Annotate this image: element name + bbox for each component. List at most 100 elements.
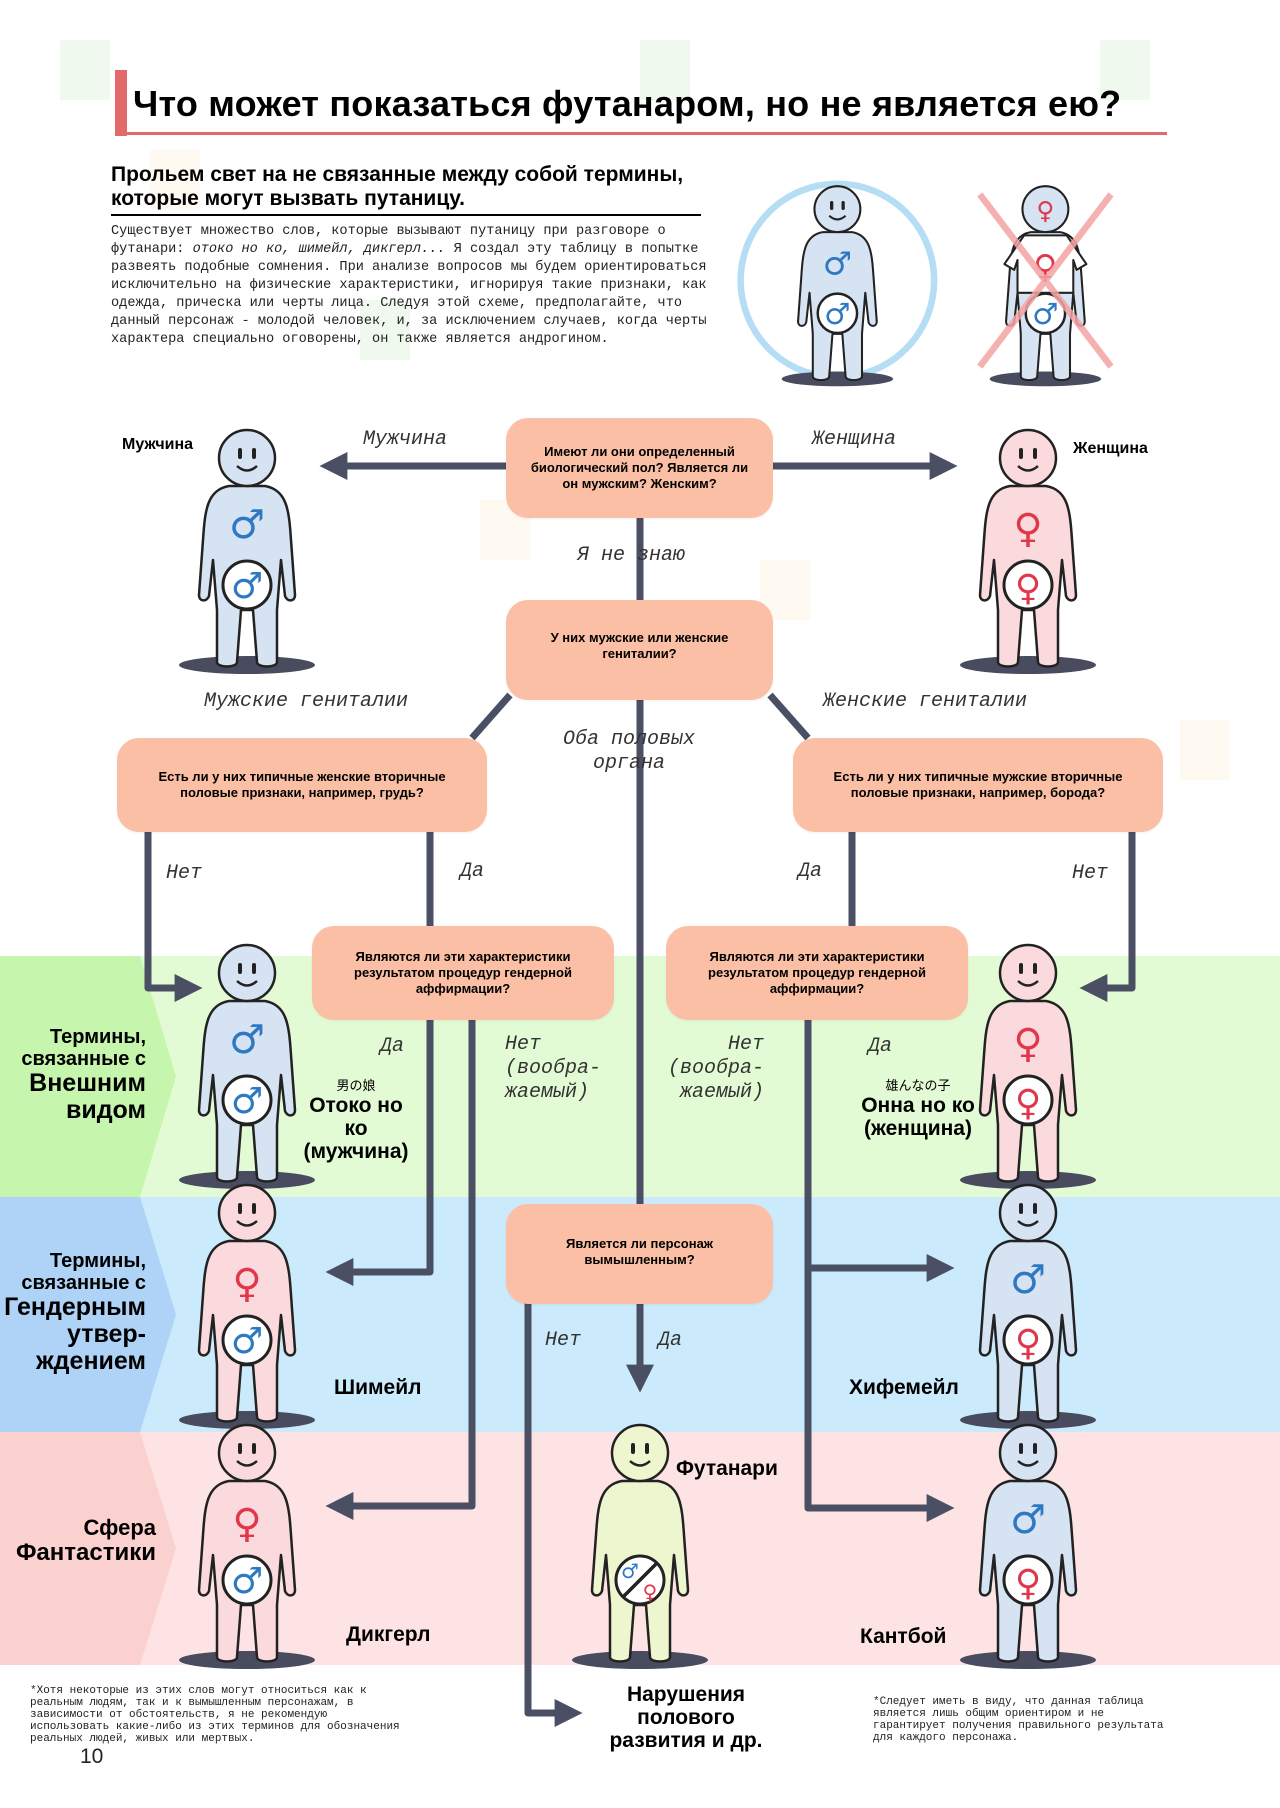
female-symbol-icon: ♀ xyxy=(1013,506,1042,552)
genitals-circle xyxy=(221,1314,273,1366)
band-label-line: Термины, xyxy=(49,1026,146,1048)
shadow xyxy=(179,1651,315,1669)
band-label-line: Гендерным xyxy=(4,1293,146,1322)
result-otokonoko-label: Отоко но ко (мужчина) xyxy=(303,1094,409,1163)
eye xyxy=(252,448,256,459)
mouth xyxy=(1017,465,1039,472)
edge-label-both: Оба половых органа xyxy=(563,728,696,775)
edge-label-female-genitals: Женские гениталии xyxy=(823,690,1028,713)
male-symbol-icon: ♂ xyxy=(621,1559,639,1583)
intro-text: Я создал эту таблицу в попытке развеять … xyxy=(111,242,707,347)
eye xyxy=(645,1443,649,1454)
edge-label-left-yes: Да xyxy=(460,860,485,883)
figure-cuntboy: ♂♀ xyxy=(960,1423,1096,1669)
eye xyxy=(238,1203,242,1214)
edge-label-male-genitals: Мужские гениталии xyxy=(204,690,409,713)
shadow xyxy=(179,1171,315,1189)
band-label-line: Фантастики xyxy=(15,1538,156,1566)
male-symbol-icon: ♂ xyxy=(231,1321,263,1362)
female-symbol-icon: ♀ xyxy=(232,1501,261,1547)
page-title: Что может показаться футанаром, но не яв… xyxy=(133,83,1122,124)
male-symbol-icon: ♂ xyxy=(824,297,850,331)
mouth xyxy=(629,1460,651,1467)
eye xyxy=(1019,1443,1023,1454)
page-subtitle: Прольем свет на не связанные между собой… xyxy=(111,163,684,210)
female-symbol-icon: ♀ xyxy=(1015,1083,1041,1124)
genitals-circle xyxy=(1002,559,1054,611)
genitals-circle xyxy=(221,1554,273,1606)
head xyxy=(813,185,861,234)
question-affirmation-right: Являются ли эти характеристики результат… xyxy=(666,926,968,1020)
line-male-genitals xyxy=(469,692,513,741)
result-hefemale: Хифемейл xyxy=(849,1376,959,1399)
figure-woman: ♀♀ xyxy=(960,428,1096,674)
female-symbol-icon: ♀ xyxy=(1015,1323,1041,1364)
result-futanari: Футанари xyxy=(676,1457,778,1480)
genitals-circle xyxy=(1002,1074,1054,1126)
male-symbol-icon: ♂ xyxy=(822,245,851,283)
band-label-line: Термины, xyxy=(49,1250,146,1272)
genitals-circle xyxy=(1002,1314,1054,1366)
eye xyxy=(1019,963,1023,974)
mouth xyxy=(236,1220,258,1227)
figure-man: ♂♂ xyxy=(179,428,315,674)
shadow xyxy=(960,1651,1096,1669)
head xyxy=(998,428,1058,488)
result-shemale: Шимейл xyxy=(334,1376,422,1399)
page-number: 10 xyxy=(80,1745,104,1768)
mouth xyxy=(1017,980,1039,987)
figure-hefemale: ♂♀ xyxy=(960,1183,1096,1429)
edge-label-man: Мужчина xyxy=(363,428,448,451)
question-male-secondary: Есть ли у них типичные мужские вторичные… xyxy=(793,738,1163,832)
shadow xyxy=(960,1171,1096,1189)
eye xyxy=(1033,1443,1037,1454)
band-label-line: связанные с xyxy=(21,1047,146,1070)
band-appearance-chevron xyxy=(0,956,176,1197)
band-label-line: Внешним xyxy=(29,1069,146,1098)
eye xyxy=(252,1443,256,1454)
shadow xyxy=(960,1411,1096,1429)
eye xyxy=(238,1443,242,1454)
head xyxy=(217,943,277,1003)
figure-onnanoko: ♀♀ xyxy=(960,943,1096,1189)
band-label-appearance: Термины, связанные с Внешним видом xyxy=(21,1026,146,1125)
shadow xyxy=(572,1651,708,1669)
question-biological-sex: Имеют ли они определенный биологический … xyxy=(506,418,773,518)
genitals-circle xyxy=(1024,292,1066,335)
head xyxy=(217,1183,277,1243)
genitals-circle xyxy=(816,292,858,335)
eye xyxy=(1033,1203,1037,1214)
band-fantasy-chevron xyxy=(0,1432,176,1665)
female-symbol-icon: ♀ xyxy=(1015,568,1041,609)
eye xyxy=(841,200,845,210)
arrow-to-shemale xyxy=(325,1018,434,1286)
subtitle-underline xyxy=(111,214,701,216)
female-symbol-icon: ♀ xyxy=(1015,1563,1041,1604)
arrow-right-no xyxy=(1079,832,1136,1002)
title-underline xyxy=(115,132,1167,135)
eye xyxy=(1019,448,1023,459)
figure-futanari: ♂♀ xyxy=(572,1423,708,1669)
footnote-left: *Хотя некоторые из этих слов могут относ… xyxy=(30,1685,400,1745)
edge-label-fictional-yes: Да xyxy=(658,1329,683,1352)
edge-label-affirm-right-no: Нет (вообра- жаемый) xyxy=(668,1033,765,1104)
figure-otokonoko: ♂♂ xyxy=(179,943,315,1189)
question-genitals: У них мужские или женские гениталии? xyxy=(506,600,773,700)
figure-example-crossed: ♀♀♂ xyxy=(976,185,1114,387)
line-female-genitals xyxy=(767,692,811,741)
divider-slash xyxy=(621,1561,659,1599)
male-symbol-icon: ♂ xyxy=(231,1561,263,1602)
band-label-gender: Термины, связанные с Гендерным утвер- жд… xyxy=(4,1250,146,1375)
edge-label-dont-know: Я не знаю xyxy=(577,544,686,567)
edge-label-right-no: Нет xyxy=(1072,862,1109,885)
arrow-to-dsd xyxy=(524,1303,583,1727)
eye xyxy=(1019,1203,1023,1214)
eye xyxy=(252,1203,256,1214)
intro-terms: отоко но ко, шимейл, дикгерл... xyxy=(192,242,446,257)
question-fictional: Является ли персонаж вымышленным? xyxy=(506,1204,773,1304)
band-label-line: Сфера xyxy=(83,1515,156,1540)
result-dsd: Нарушения полового развития и др. xyxy=(609,1683,763,1752)
head xyxy=(217,1423,277,1483)
band-label-line: видом xyxy=(65,1096,146,1125)
edge-label-right-yes: Да xyxy=(798,860,823,883)
